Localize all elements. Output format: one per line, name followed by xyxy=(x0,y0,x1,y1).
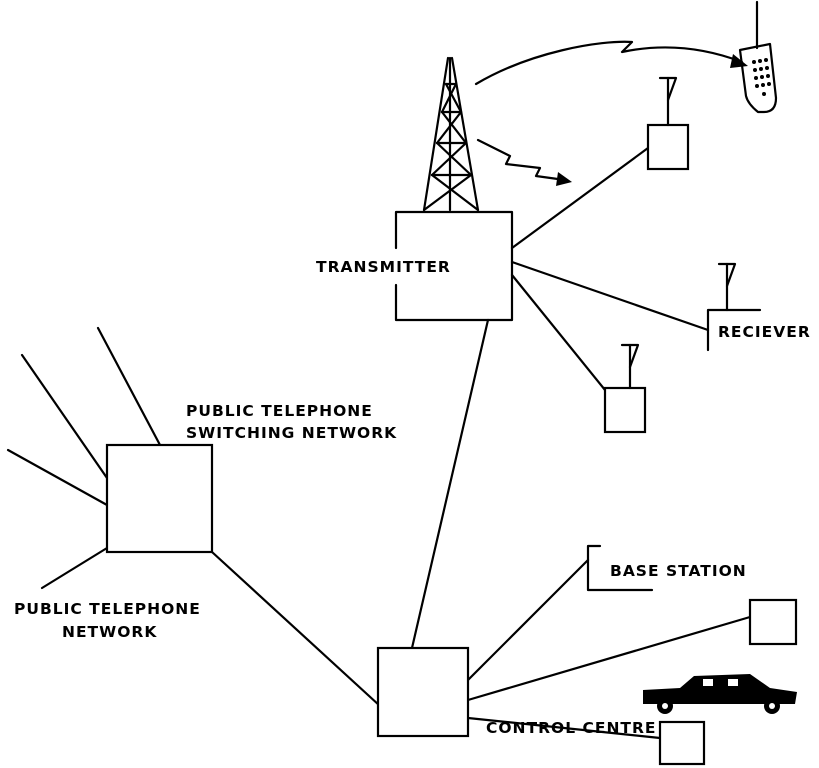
control-centre-box: CONTROL CENTRE xyxy=(378,648,657,737)
base-station-right xyxy=(750,600,796,644)
base-station-bottom xyxy=(660,722,704,764)
link-switching-control xyxy=(212,552,380,706)
receiver-top xyxy=(648,78,688,169)
switching-network-label-line2: SWITCHING NETWORK xyxy=(186,424,397,442)
control-centre-label: CONTROL CENTRE xyxy=(486,719,657,737)
transmitter-label: TRANSMITTER xyxy=(316,258,451,276)
public-line-4 xyxy=(42,548,107,588)
link-transmitter-receiver-top xyxy=(512,148,648,248)
link-transmitter-receiver-right xyxy=(512,262,708,330)
receiver-right: RECIEVER xyxy=(708,264,811,350)
public-line-2 xyxy=(22,355,107,478)
public-network-label-line2: NETWORK xyxy=(62,623,157,641)
public-line-1 xyxy=(98,328,160,445)
car-icon xyxy=(643,674,797,714)
radio-signal-to-vehicle xyxy=(478,140,572,186)
transmitter-tower xyxy=(424,58,478,210)
receiver-bottom xyxy=(605,345,645,432)
handset-icon xyxy=(740,2,776,112)
public-network-label-line1: PUBLIC TELEPHONE xyxy=(14,600,201,618)
base-station-upper: BASE STATION xyxy=(588,546,747,590)
link-transmitter-control xyxy=(412,320,488,648)
link-control-base-station xyxy=(468,560,588,680)
link-transmitter-receiver-bottom xyxy=(512,275,605,390)
radio-signal-to-handset xyxy=(476,42,748,84)
receiver-label: RECIEVER xyxy=(718,323,811,341)
switching-network-label-line1: PUBLIC TELEPHONE xyxy=(186,402,373,420)
public-network: PUBLIC TELEPHONE NETWORK xyxy=(14,600,201,641)
base-station-label: BASE STATION xyxy=(610,562,747,580)
transmitter-box: TRANSMITTER xyxy=(316,212,512,320)
switching-network-box: PUBLIC TELEPHONE SWITCHING NETWORK xyxy=(107,402,397,552)
